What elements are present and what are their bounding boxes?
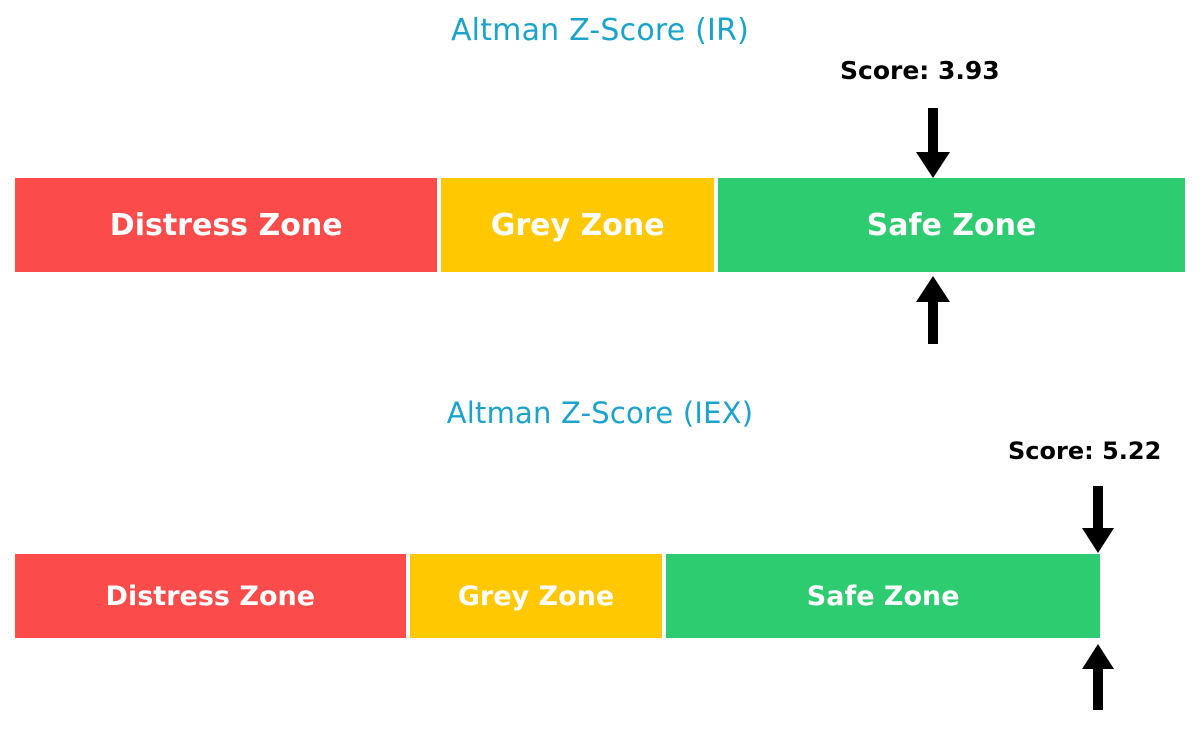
zone-grey-ir[interactable]: Grey Zone: [441, 178, 714, 272]
zone-safe-iex[interactable]: Safe Zone: [666, 554, 1100, 638]
zone-label-grey-iex: Grey Zone: [457, 580, 615, 612]
chart-altman-z-score-ir: Altman Z-Score (IR) Score: 3.93 Distress…: [0, 0, 1200, 360]
zone-divider-iex-1: [405, 554, 410, 638]
zone-safe-ir[interactable]: Safe Zone: [717, 178, 1185, 272]
zone-label-grey-ir: Grey Zone: [490, 207, 665, 243]
chart-title-iex: Altman Z-Score (IEX): [446, 396, 754, 430]
zone-label-distress-ir: Distress Zone: [109, 207, 343, 243]
score-marker-up-arrow-iex: [1074, 644, 1122, 712]
zone-divider-ir-2: [713, 178, 718, 272]
zone-label-safe-iex: Safe Zone: [806, 580, 960, 612]
score-marker-up-arrow-ir: [908, 276, 958, 346]
chart-altman-z-score-iex: Altman Z-Score (IEX) Score: 5.22 Distres…: [0, 380, 1200, 746]
zone-label-safe-ir: Safe Zone: [866, 207, 1037, 243]
chart-title-ir: Altman Z-Score (IR): [450, 13, 750, 48]
score-label-iex: Score: 5.22: [1008, 437, 1162, 465]
zone-divider-ir-1: [437, 178, 442, 272]
zone-distress-ir[interactable]: Distress Zone: [15, 178, 438, 272]
score-marker-down-arrow-iex: [1074, 486, 1122, 555]
zone-bar-iex: Distress Zone Grey Zone Safe Zone: [15, 554, 1100, 638]
zone-label-distress-iex: Distress Zone: [105, 580, 316, 612]
zone-divider-iex-2: [662, 554, 667, 638]
zone-grey-iex[interactable]: Grey Zone: [409, 554, 663, 638]
zone-bar-ir: Distress Zone Grey Zone Safe Zone: [15, 178, 1185, 272]
score-label-ir: Score: 3.93: [840, 56, 1000, 85]
zone-distress-iex[interactable]: Distress Zone: [15, 554, 406, 638]
score-marker-down-arrow-ir: [908, 108, 958, 180]
